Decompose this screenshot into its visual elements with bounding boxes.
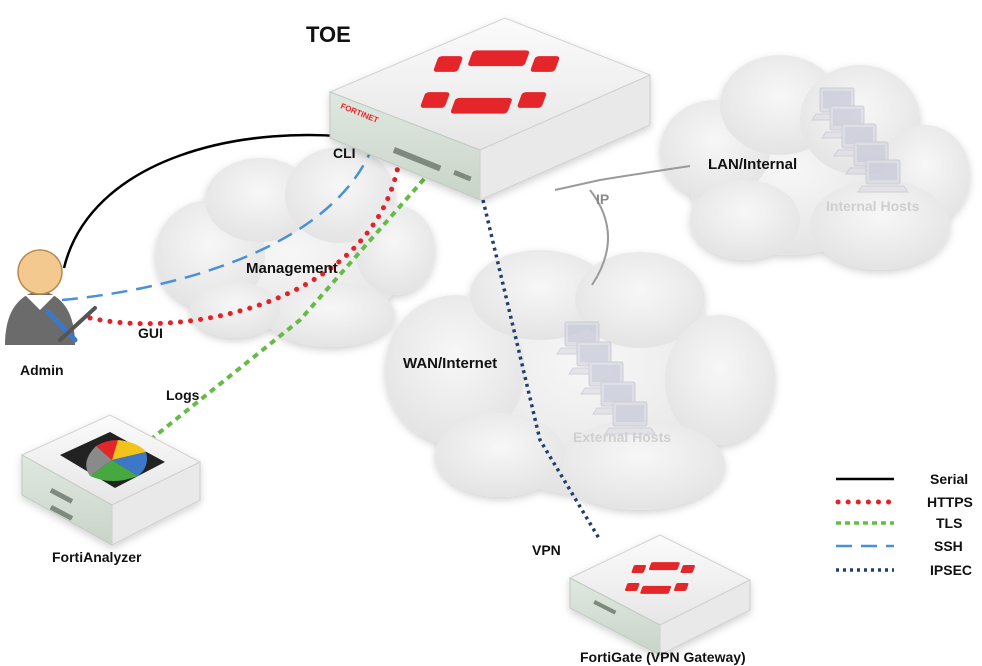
screwdriver-icon <box>58 306 97 342</box>
ip-link-lan <box>554 165 691 191</box>
fortigate-device[interactable] <box>568 534 752 656</box>
legend-item-serial: Serial <box>836 471 968 487</box>
external-hosts-label: External Hosts <box>573 429 671 445</box>
serial-link <box>62 133 376 269</box>
logs-label: Logs <box>166 387 200 403</box>
toe-label: TOE <box>306 22 351 47</box>
cli-label: CLI <box>333 145 356 161</box>
legend-label-tls: TLS <box>936 515 962 531</box>
lan-internal-label: LAN/Internal <box>708 156 797 173</box>
management-cloud <box>155 147 435 347</box>
ipsec-link <box>481 199 602 541</box>
legend-item-ipsec: IPSEC <box>836 562 972 578</box>
ip-link-wan <box>589 189 609 286</box>
legend-label-serial: Serial <box>930 471 968 487</box>
wrench-icon <box>45 309 78 343</box>
gui-label: GUI <box>138 325 163 341</box>
internal-hosts-label: Internal Hosts <box>826 198 920 214</box>
fortigate-label: FortiGate (VPN Gateway) <box>580 649 746 665</box>
wan-internet-cloud <box>385 250 775 510</box>
lan-internal-cloud <box>660 55 970 270</box>
fortigate-ports <box>593 600 617 615</box>
ip-label: IP <box>596 191 609 207</box>
legend-label-ipsec: IPSEC <box>930 562 972 578</box>
management-label: Management <box>246 260 338 277</box>
fortianalyzer-device[interactable] <box>20 414 202 546</box>
legend-label-ssh: SSH <box>934 538 963 554</box>
fortianalyzer-label: FortiAnalyzer <box>52 549 142 565</box>
ssh-link <box>61 147 374 302</box>
wan-internet-label: WAN/Internet <box>403 355 497 372</box>
legend-item-tls: TLS <box>836 515 962 531</box>
pie-chart-icon <box>60 432 165 488</box>
tls-link <box>148 168 434 442</box>
toe-device[interactable]: FORTINET <box>328 17 652 201</box>
toe-ports <box>392 147 472 182</box>
legend-label-https: HTTPS <box>927 494 973 510</box>
vpn-label: VPN <box>532 542 561 558</box>
legend-item-https: HTTPS <box>835 494 973 510</box>
https-link <box>87 152 403 327</box>
analyzer-ports <box>49 488 74 521</box>
legend-item-ssh: SSH <box>836 538 963 554</box>
admin-label: Admin <box>20 362 64 378</box>
admin-user-icon[interactable] <box>5 249 97 345</box>
legend: Serial HTTPS TLS SSH IPSEC <box>835 471 973 578</box>
